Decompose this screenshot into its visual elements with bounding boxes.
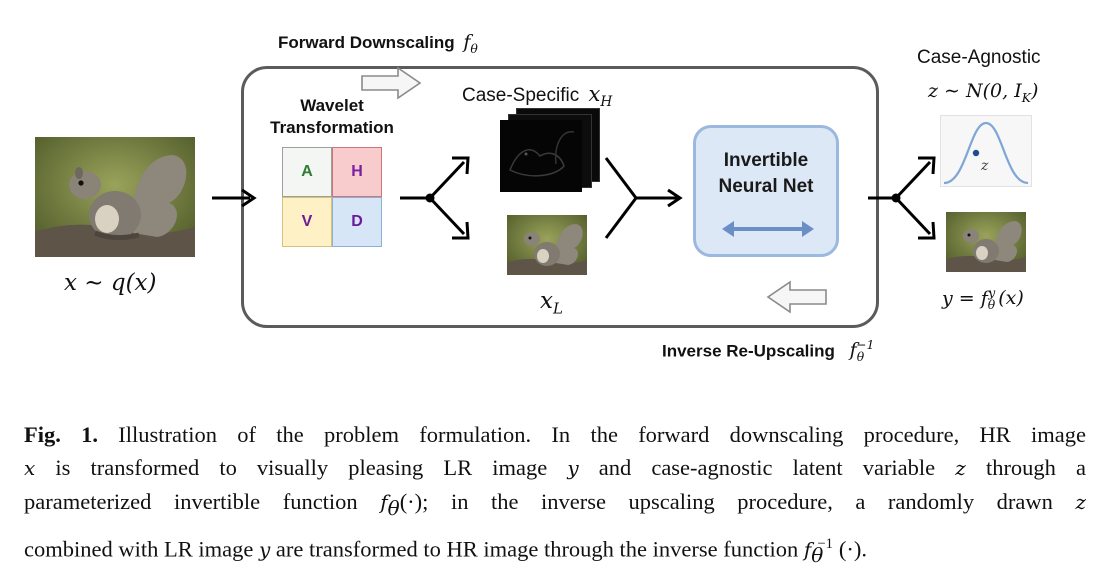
- caption-line-1: Fig. 1. Illustration of the problem form…: [24, 422, 1087, 447]
- gaussian-latent-plot: z: [940, 115, 1032, 187]
- caption-line-3: parameterized invertible function fθ(·);…: [24, 489, 1087, 520]
- caption-line-2: x is transformed to visually pleasing LR…: [24, 455, 1087, 480]
- forward-downscaling-label: Forward Downscaling fθ: [278, 31, 478, 56]
- merge-arrow-icon: [604, 157, 683, 239]
- high-frequency-stack: [500, 108, 600, 192]
- hf-image-front: [500, 120, 582, 192]
- case-agnostic-label: Case-Agnostic: [917, 47, 1041, 68]
- latent-point: [972, 149, 980, 157]
- latent-distribution-formula: z ∼ N(0, IK): [928, 80, 1039, 105]
- input-hr-squirrel-image: [35, 137, 195, 257]
- band-v: V: [282, 197, 332, 247]
- forward-arrow-icon: [361, 66, 422, 100]
- band-a: A: [282, 147, 332, 197]
- split-arrow-icon-1: [400, 156, 470, 240]
- split-arrow-icon-2: [868, 156, 936, 240]
- figure-caption: Fig. 1. Illustration of the problem form…: [24, 418, 1086, 575]
- caption-fig-label: Fig. 1.: [24, 422, 99, 447]
- input-distribution-formula: x ∼ q(x): [64, 270, 157, 296]
- lr-squirrel-image-xl: [507, 215, 587, 275]
- wavelet-band-grid: A H V D: [282, 147, 382, 247]
- invertible-neural-net-block: Invertible Neural Net: [693, 125, 839, 257]
- input-arrow-icon: [212, 188, 257, 208]
- xl-label: xL: [540, 288, 563, 318]
- output-formula: y = fθy(x): [942, 286, 1024, 313]
- caption-line-4: combined with LR image y are transformed…: [24, 535, 867, 567]
- bidirectional-arrow-icon: [722, 221, 814, 237]
- wavelet-transformation-label: Wavelet Transformation: [270, 96, 394, 137]
- latent-point-label: z: [980, 158, 989, 174]
- problem-formulation-diagram: Forward Downscaling fθ Inverse Re-Upscal…: [35, 31, 1041, 365]
- output-lr-squirrel-image: [946, 212, 1026, 272]
- band-d: D: [332, 197, 382, 247]
- inverse-upscaling-label: Inverse Re-Upscaling fθ−1: [662, 338, 875, 365]
- band-h: H: [332, 147, 382, 197]
- inverse-arrow-icon: [766, 280, 827, 314]
- case-specific-label: Case-Specific xH: [462, 82, 613, 111]
